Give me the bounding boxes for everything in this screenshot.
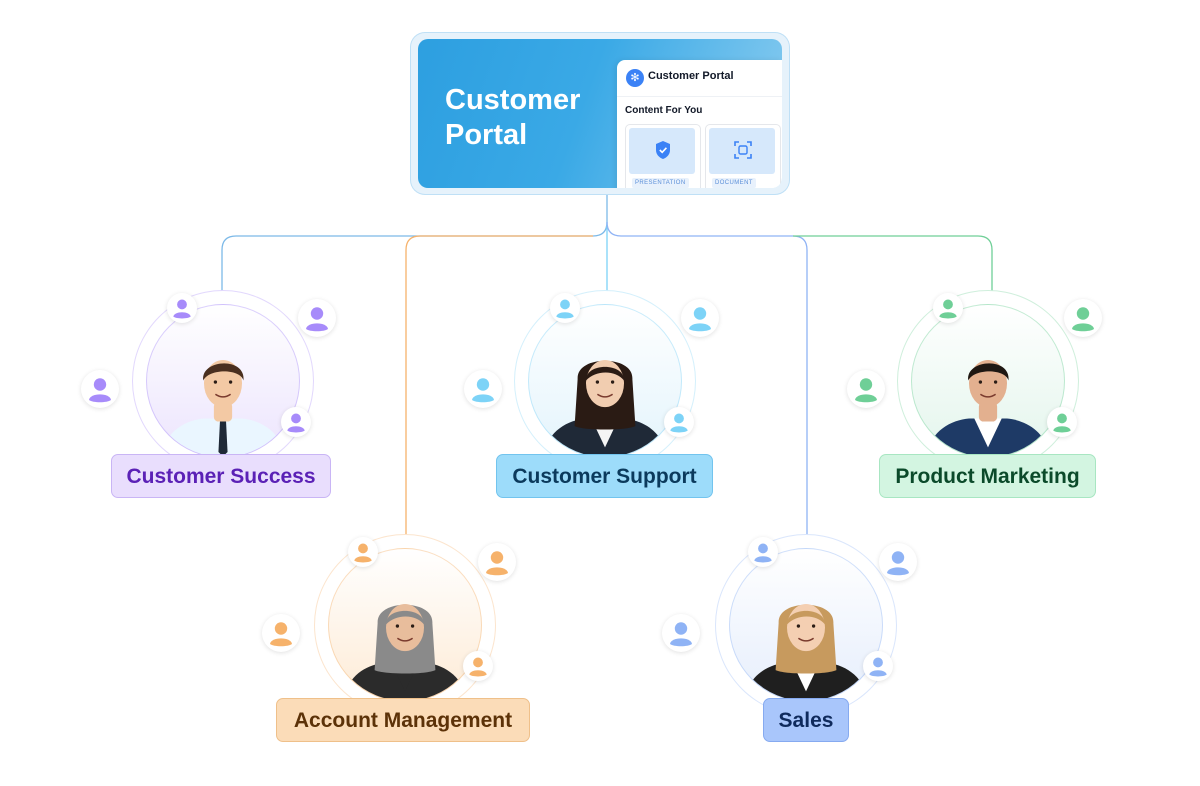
node-label-account-management: Account Management <box>276 698 530 742</box>
team-member-avatar <box>281 407 311 437</box>
user-avatar-icon <box>287 413 305 433</box>
user-avatar-icon <box>855 378 877 403</box>
user-avatar-icon <box>670 622 692 647</box>
user-avatar-icon <box>354 543 372 563</box>
person-photo <box>344 604 466 700</box>
team-member-avatar <box>478 543 516 581</box>
avatar-circle <box>528 304 682 458</box>
node-label-sales: Sales <box>763 698 849 742</box>
user-avatar-icon <box>939 299 957 319</box>
content-tile-presentation[interactable]: PRESENTATION <box>625 124 701 188</box>
user-avatar-icon <box>486 551 508 576</box>
connector-customer-success <box>221 194 608 300</box>
person-photo <box>544 360 666 456</box>
team-member-avatar <box>879 543 917 581</box>
user-avatar-icon <box>1053 413 1071 433</box>
team-member-avatar <box>167 293 197 323</box>
person-photo <box>927 360 1049 456</box>
node-label-customer-support: Customer Support <box>496 454 713 498</box>
user-avatar-icon <box>173 299 191 319</box>
shield-check-icon <box>656 141 670 159</box>
customer-portal-hub[interactable]: Customer Portal ✻ Customer Portal Conten… <box>411 33 789 194</box>
team-member-avatar <box>748 537 778 567</box>
user-avatar-icon <box>270 622 292 647</box>
node-label-customer-success: Customer Success <box>111 454 331 498</box>
connector-account-management <box>405 235 593 546</box>
user-avatar-icon <box>1072 307 1094 332</box>
team-member-avatar <box>550 293 580 323</box>
team-member-avatar <box>463 651 493 681</box>
user-avatar-icon <box>869 657 887 677</box>
team-member-avatar <box>681 299 719 337</box>
hub-title: Customer Portal <box>445 84 581 151</box>
content-tile-document[interactable]: DOCUMENT <box>705 124 781 188</box>
hub-banner: Customer Portal ✻ Customer Portal Conten… <box>418 39 782 188</box>
connector-product-marketing <box>793 235 993 300</box>
panel-section-title: Content For You <box>625 105 703 116</box>
tile-label: PRESENTATION <box>632 178 689 188</box>
user-avatar-icon <box>469 657 487 677</box>
avatar-circle <box>146 304 300 458</box>
tile-thumbnail <box>709 128 775 174</box>
team-member-avatar <box>933 293 963 323</box>
team-member-avatar <box>847 370 885 408</box>
avatar-circle <box>911 304 1065 458</box>
scan-icon <box>734 141 752 159</box>
user-avatar-icon <box>306 307 328 332</box>
node-label-product-marketing: Product Marketing <box>879 454 1096 498</box>
portal-logo-icon: ✻ <box>626 69 644 87</box>
person-photo <box>162 360 284 457</box>
user-avatar-icon <box>754 543 772 563</box>
panel-app-name: Customer Portal <box>648 70 734 82</box>
avatar-circle <box>328 548 482 702</box>
user-avatar-icon <box>887 551 909 576</box>
person-photo <box>745 604 867 700</box>
team-member-avatar <box>863 651 893 681</box>
team-member-avatar <box>298 299 336 337</box>
team-member-avatar <box>1064 299 1102 337</box>
user-avatar-icon <box>670 413 688 433</box>
portal-preview-panel: ✻ Customer Portal Content For You PRESEN… <box>617 60 782 188</box>
tile-label: DOCUMENT <box>712 178 756 188</box>
team-member-avatar <box>81 370 119 408</box>
user-avatar-icon <box>472 378 494 403</box>
team-member-avatar <box>664 407 694 437</box>
user-avatar-icon <box>556 299 574 319</box>
team-member-avatar <box>662 614 700 652</box>
user-avatar-icon <box>689 307 711 332</box>
team-member-avatar <box>464 370 502 408</box>
tile-thumbnail <box>629 128 695 174</box>
panel-header: ✻ Customer Portal <box>617 60 782 97</box>
avatar-circle <box>729 548 883 702</box>
team-member-avatar <box>1047 407 1077 437</box>
team-member-avatar <box>262 614 300 652</box>
team-member-avatar <box>348 537 378 567</box>
user-avatar-icon <box>89 378 111 403</box>
